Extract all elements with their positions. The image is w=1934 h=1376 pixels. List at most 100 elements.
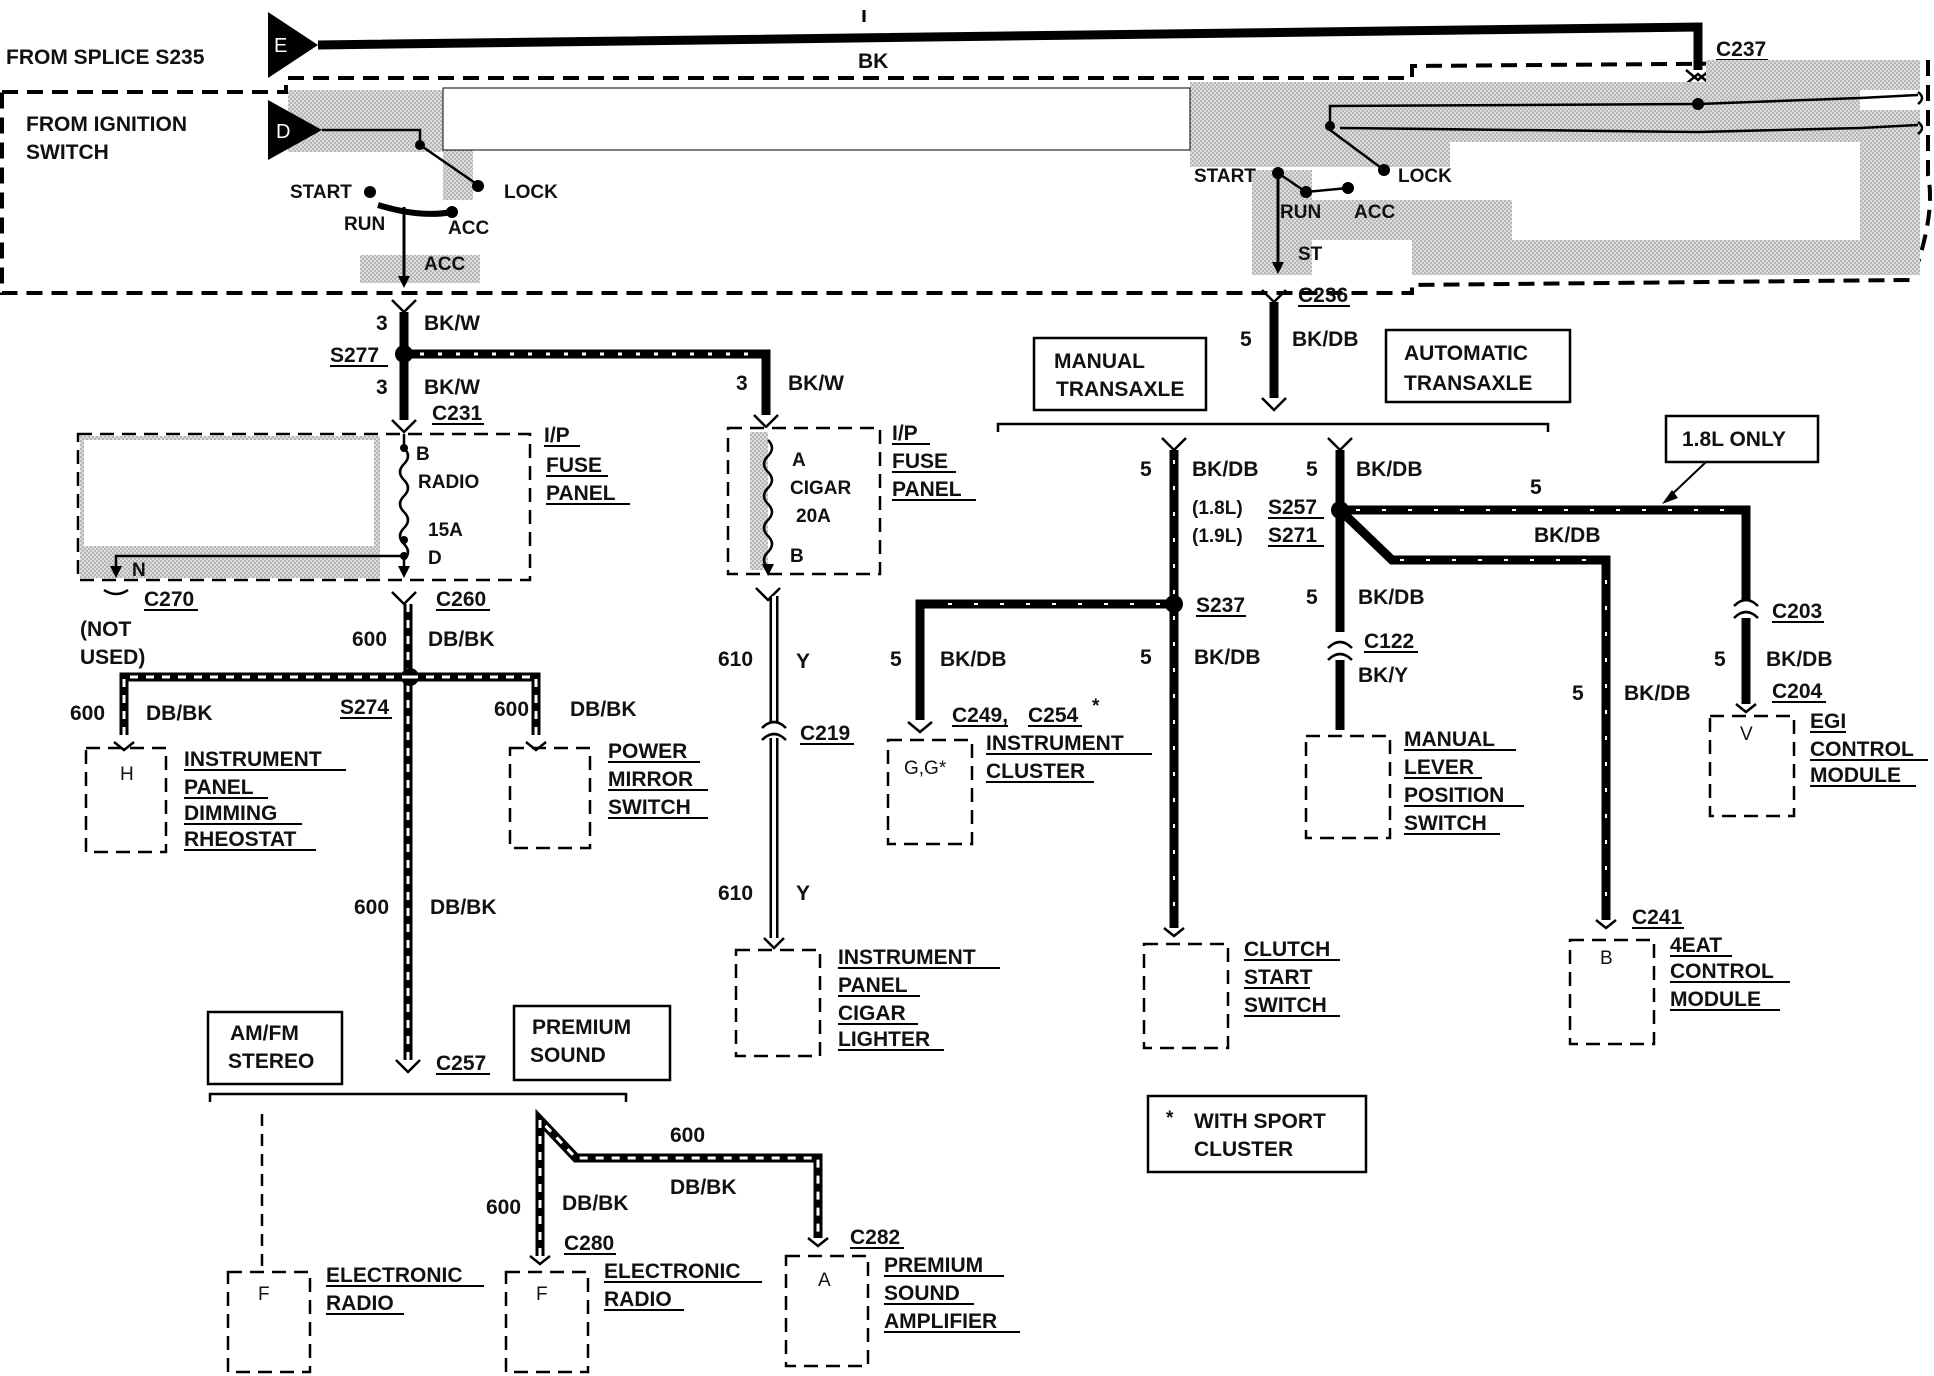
rheo-3-label: DIMMING: [184, 802, 277, 825]
l19-label: (1.9L): [1192, 526, 1243, 547]
automatic-transaxle-label: [1384, 328, 1572, 404]
amfm-1-label: AM/FM: [230, 1022, 299, 1045]
radio2-pin-label: F: [536, 1284, 548, 1305]
lighter-4-label: LIGHTER: [838, 1028, 930, 1051]
c257-label: C257: [436, 1052, 486, 1075]
auto-1-label: AUTOMATIC: [1404, 342, 1528, 365]
not-used-1-label: (NOT: [80, 618, 131, 641]
fuse-panel-3-label: PANEL: [546, 482, 616, 505]
dbbk-c-label: DB/BK: [570, 698, 637, 721]
wire-bkdb-egi: [1340, 505, 1751, 600]
g5c-label: 5: [1306, 458, 1318, 481]
panel-2-label: FUSE: [892, 450, 948, 473]
fuse-radio-label: RADIO: [418, 472, 479, 493]
amfm-2-label: STEREO: [228, 1050, 314, 1073]
panel-3-label: PANEL: [892, 478, 962, 501]
wire-dbbk-premium: [535, 1108, 823, 1256]
egi-1-label: EGI: [1810, 710, 1846, 733]
splice-marker-e: E: [268, 12, 318, 78]
bkdb-f-label: BK/DB: [1194, 646, 1261, 669]
bkdb-h-label: BK/DB: [1766, 648, 1833, 671]
clutch-3-label: SWITCH: [1244, 994, 1327, 1017]
manual-lever-position-switch: [1304, 734, 1392, 840]
radio1-pin-label: F: [258, 1284, 270, 1305]
cluster-pin-label: G,G*: [904, 758, 947, 779]
eat-1-label: 4EAT: [1670, 934, 1722, 957]
g5f-label: 5: [1140, 646, 1152, 669]
amp-pin-label: A: [818, 1270, 831, 1291]
start-label: START: [290, 182, 352, 203]
radio1-1-label: ELECTRONIC: [326, 1264, 463, 1287]
c270-label: C270: [144, 588, 194, 611]
g600a-label: 600: [352, 628, 387, 651]
wire-dbbk-mirror: [410, 672, 541, 735]
pin-b-label: B: [790, 546, 804, 567]
mlps-3-label: POSITION: [1404, 784, 1504, 807]
fuse-amp-label: 15A: [428, 520, 463, 541]
ignition-marker-label: D: [276, 121, 290, 143]
star-label: *: [1092, 696, 1100, 717]
g610b-label: 610: [718, 882, 753, 905]
rheo-4-label: RHEOSTAT: [184, 828, 297, 851]
clutch-start-switch: [1142, 942, 1230, 1050]
c260-label: C260: [436, 588, 486, 611]
g5i-label: 5: [1572, 682, 1584, 705]
ignition-switch-outline: [0, 59, 1932, 295]
wire-label-bk: BK: [858, 50, 888, 73]
bky-label: BK/Y: [1358, 664, 1408, 687]
pin-a-label: A: [792, 450, 806, 471]
c203-label: C203: [1772, 600, 1822, 623]
mirror-3-label: SWITCH: [608, 796, 691, 819]
premium-sound-amplifier: [784, 1254, 870, 1368]
g3a-label: 3: [376, 312, 388, 335]
dbbk-d-label: DB/BK: [430, 896, 497, 919]
fuse-panel-2-label: FUSE: [546, 454, 602, 477]
dbbk-b-label: DB/BK: [146, 702, 213, 725]
bkdb-b-label: BK/DB: [1192, 458, 1259, 481]
g600b-label: 600: [70, 702, 105, 725]
g5d-label: 5: [1530, 476, 1542, 499]
fuse-cigar: [762, 439, 774, 569]
bkdb-a-label: BK/DB: [1292, 328, 1359, 351]
s274-label: S274: [340, 696, 389, 719]
s257-label: S257: [1268, 496, 1317, 519]
g5h-label: 5: [1714, 648, 1726, 671]
g5b-label: 5: [1140, 458, 1152, 481]
eat-pin-label: B: [1600, 948, 1613, 969]
cluster-1-label: INSTRUMENT: [986, 732, 1124, 755]
4eat-control-module: [1568, 938, 1656, 1046]
clutch-2-label: START: [1244, 966, 1313, 989]
bkw-b-label: BK/W: [424, 376, 480, 399]
dbbk-a-label: DB/BK: [428, 628, 495, 651]
g600d-label: 600: [354, 896, 389, 919]
note-star-label: *: [1166, 1108, 1174, 1129]
electronic-radio-1: [226, 1270, 312, 1374]
c249-label: C249,: [952, 704, 1008, 727]
acc2-label: ACC: [424, 254, 465, 275]
acc-label: ACC: [1354, 202, 1395, 223]
bkw-a-label: BK/W: [424, 312, 480, 335]
bkdb-d-label: BK/DB: [1534, 524, 1601, 547]
egi-pin-label: V: [1740, 724, 1753, 745]
cigar-label: CIGAR: [790, 478, 852, 499]
eat-2-label: CONTROL: [1670, 960, 1774, 983]
bkdb-e-label: BK/DB: [940, 648, 1007, 671]
splice-marker-label: E: [274, 35, 287, 57]
mirror-2-label: MIRROR: [608, 768, 693, 791]
c204-label: C204: [1772, 680, 1823, 703]
g600c-label: 600: [494, 698, 529, 721]
not-used-2-label: USED): [80, 646, 145, 669]
only18-label: 1.8L ONLY: [1682, 428, 1786, 451]
mirror-1-label: POWER: [608, 740, 687, 763]
wire-dbbk-rheostat: [119, 672, 410, 735]
premium-1-label: PREMIUM: [532, 1016, 631, 1039]
c219-label: C219: [800, 722, 850, 745]
wire-bkdb-cluster: [915, 599, 1174, 720]
c241-label: C241: [1632, 906, 1683, 929]
l18-label: (1.8L): [1192, 498, 1243, 519]
run-label: RUN: [1280, 202, 1321, 223]
auto-2-label: TRANSAXLE: [1404, 372, 1532, 395]
power-mirror-switch: [508, 746, 592, 850]
c231-label: C231: [432, 402, 483, 425]
dbbk-f-label: DB/BK: [670, 1176, 737, 1199]
